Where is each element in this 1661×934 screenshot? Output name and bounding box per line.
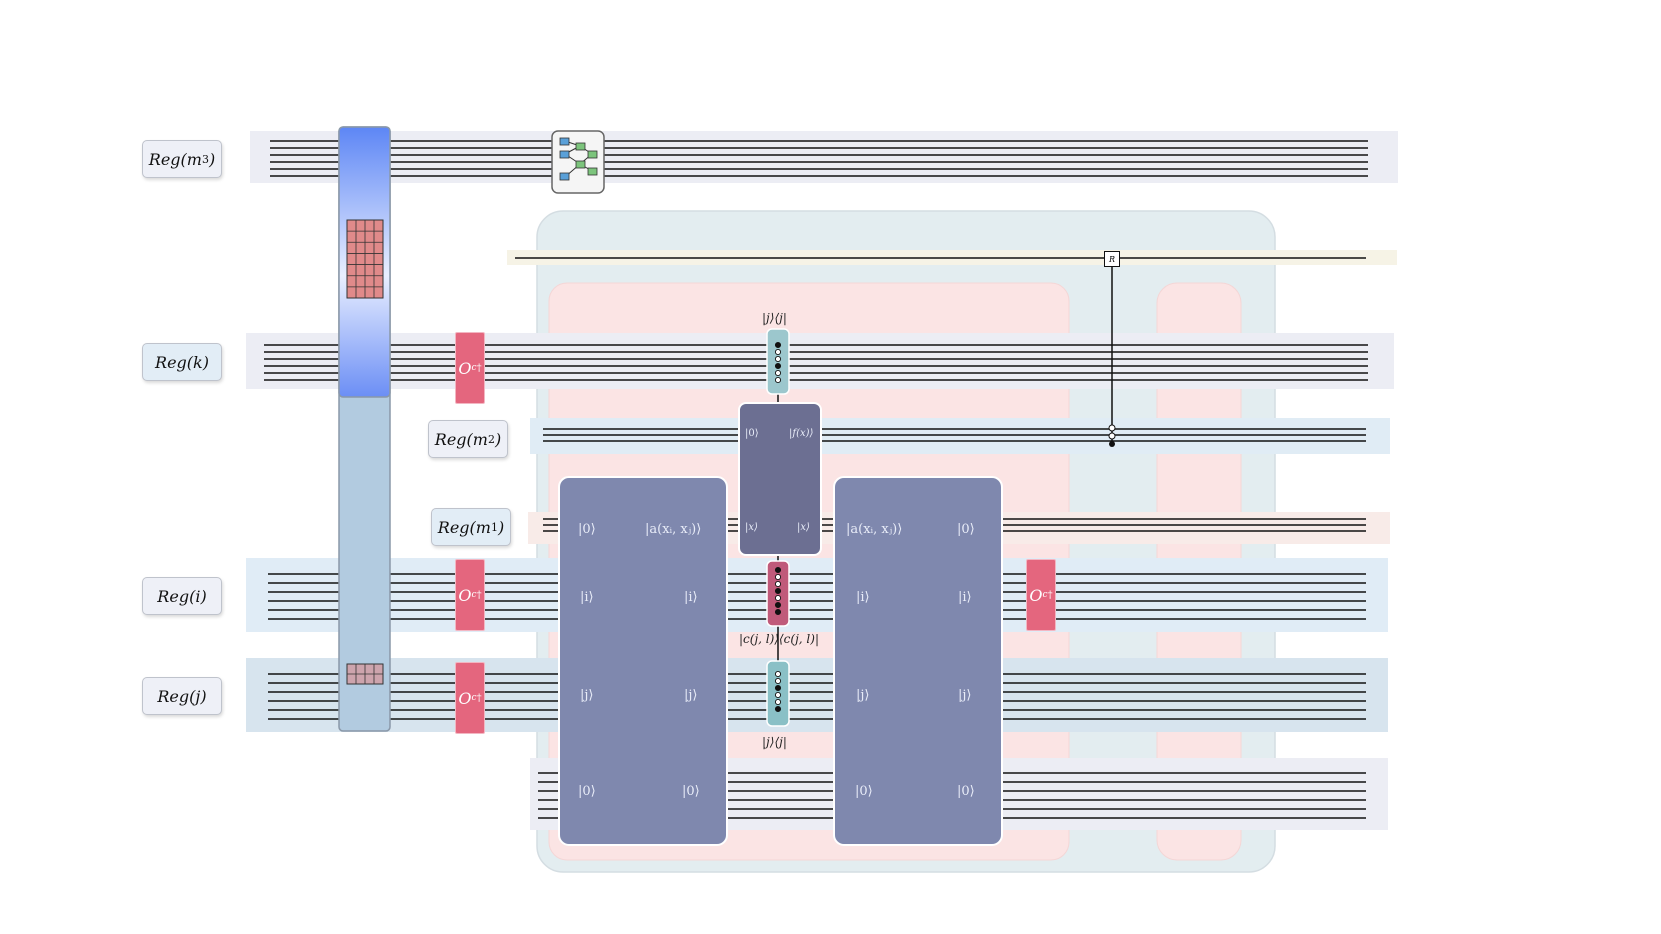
reg-m2-sub: 2 (487, 432, 495, 446)
oracle-symbol: O (458, 688, 472, 708)
control-dot-top (774, 341, 782, 349)
ket-left-j-in: |j⟩ (580, 688, 594, 703)
ket-left-j-out: |j⟩ (684, 688, 698, 703)
reg-m1-sub: 1 (490, 520, 498, 534)
control-dot-top (774, 369, 782, 377)
control-dot-cjl (774, 580, 782, 588)
control-dot-top (774, 376, 782, 384)
fx-block (738, 402, 822, 556)
ket-left-m1-in: |0⟩ (578, 522, 596, 537)
band-m3 (250, 131, 1398, 183)
r-control-dot (1109, 441, 1115, 447)
reg-m3-sub: 3 (201, 152, 209, 166)
oracle-sub: c (471, 363, 477, 373)
ket-left-i-out: |i⟩ (684, 590, 698, 605)
ket-right-i-in: |i⟩ (856, 590, 870, 605)
control-dots (774, 341, 782, 713)
ket-right-anc-in: |0⟩ (855, 784, 873, 799)
control-dot-cjl (774, 587, 782, 595)
ket-fx-in-bottom: |x⟩ (745, 522, 758, 533)
proj-label-bottom: |j⟩⟨j| (762, 735, 787, 749)
rotation-gate-label: R (1108, 254, 1116, 264)
reg-k-arg: k (193, 352, 203, 372)
control-dot-bottom (774, 705, 782, 713)
control-dot-cjl (774, 608, 782, 616)
ket-right-j-in: |j⟩ (856, 688, 870, 703)
band-i (246, 558, 1388, 632)
reg-k-base: Reg (155, 352, 187, 372)
reg-i-arg: i (195, 586, 201, 606)
ket-right-anc-out: |0⟩ (957, 784, 975, 799)
oracle-sub: c (471, 590, 477, 600)
encode-block-left (558, 476, 728, 846)
ket-right-m1-in: |a(xᵢ, xⱼ)⟩ (846, 522, 903, 537)
proj-label-top: |j⟩⟨j| (762, 311, 787, 325)
control-dot-top (774, 362, 782, 370)
reg-m3-base: Reg (148, 149, 181, 169)
oracle-sup: † (476, 362, 482, 374)
encode-block-right (833, 476, 1003, 846)
r-control-dot (1108, 432, 1116, 440)
reg-m1-arg: m (475, 517, 491, 537)
rotation-gate: R (1104, 251, 1120, 267)
control-dot-cjl (774, 566, 782, 574)
ket-left-i-in: |i⟩ (580, 590, 594, 605)
control-dot-cjl (774, 573, 782, 581)
oracle-sub: c (1042, 590, 1048, 600)
reg-i-base: Reg (157, 586, 190, 606)
reg-m2-base: Reg (434, 429, 467, 449)
ket-left-anc-out: |0⟩ (682, 784, 700, 799)
reg-label-k: Reg(k) (142, 343, 222, 381)
reg-m1-base: Reg (437, 517, 470, 537)
ket-fx-in-top: |0⟩ (745, 428, 759, 439)
reg-label-i: Reg(i) (142, 577, 222, 615)
band-m2 (530, 418, 1390, 454)
network-icon (559, 137, 598, 181)
control-dot-bottom (774, 677, 782, 685)
proj-label-cjl: |c(j, l)⟩⟨c(j, l)| (739, 632, 819, 646)
band-j (246, 658, 1388, 732)
ket-right-i-out: |i⟩ (958, 590, 972, 605)
control-dot-bottom (774, 670, 782, 678)
control-dot-cjl (774, 594, 782, 602)
matrix-overlay (346, 663, 384, 685)
ket-right-m1-out: |0⟩ (957, 522, 975, 537)
control-dot-bottom (774, 691, 782, 699)
control-dot-top (774, 348, 782, 356)
ket-left-m1-out: |a(xᵢ, xⱼ)⟩ (645, 522, 702, 537)
ket-fx-out-top: |f(x)⟩ (789, 428, 814, 439)
oracle-sup: † (476, 692, 482, 704)
reg-j-base: Reg (157, 686, 190, 706)
control-dot-cjl (774, 601, 782, 609)
control-dot-bottom (774, 698, 782, 706)
oracle-sup: † (476, 589, 482, 601)
ket-fx-out-bottom: |x⟩ (797, 522, 810, 533)
ket-right-j-out: |j⟩ (958, 688, 972, 703)
ket-left-anc-in: |0⟩ (578, 784, 596, 799)
control-dot-bottom (774, 684, 782, 692)
matrix-icon (346, 219, 384, 299)
oracle-sub: c (471, 693, 477, 703)
oracle-symbol: O (458, 358, 472, 378)
oracle-sup: † (1047, 589, 1053, 601)
reg-m3-arg: m (186, 149, 202, 169)
control-dot-top (774, 355, 782, 363)
reg-j-arg: j (195, 686, 201, 706)
reg-m2-arg: m (472, 429, 488, 449)
oracle-symbol: O (1029, 585, 1043, 605)
reg-label-j: Reg(j) (142, 677, 222, 715)
r-control-dot (1108, 424, 1116, 432)
oracle-symbol: O (458, 585, 472, 605)
